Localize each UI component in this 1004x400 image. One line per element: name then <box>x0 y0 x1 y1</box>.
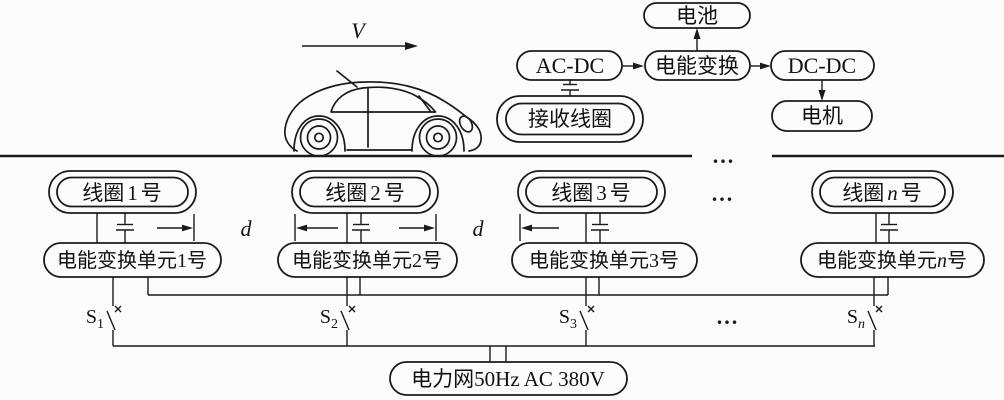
unit-connection-3 <box>585 277 600 306</box>
switch-2-label: S2 <box>320 306 338 332</box>
unit-1-label: 电能变换单元1号 <box>57 249 207 272</box>
switch-row-ellipsis: ... <box>717 304 740 329</box>
receiving-coil-label: 接收线圈 <box>528 107 612 131</box>
switch-1: S1 <box>86 305 122 346</box>
onboard-system: 电池 AC-DC 电能变换 DC-DC 电机 接收线圈 <box>496 2 875 143</box>
spacing-label-1: d <box>241 216 253 241</box>
grid-connection <box>489 346 507 362</box>
car-front-wheel <box>418 118 458 157</box>
coil-connection-1 <box>96 213 134 243</box>
car-front-wheel-hub <box>432 132 444 143</box>
car <box>284 70 482 157</box>
unit-2: 电能变换单元2号 <box>277 242 458 278</box>
switch-n: Sn <box>847 305 883 346</box>
power-conversion-label: 电能变换 <box>655 54 739 78</box>
unit-connection-1 <box>112 277 149 306</box>
ground-line: ... <box>0 143 1004 168</box>
coil-gap-dimension-1: d <box>157 214 338 241</box>
switch-1-label: S1 <box>86 306 104 332</box>
car-windshield-line <box>418 95 432 113</box>
car-front-wheel-arch <box>411 115 465 152</box>
velocity-label: V <box>351 18 367 43</box>
ac-dc-label: AC-DC <box>536 53 604 78</box>
unit-3: 电能变换单元3号 <box>511 242 698 278</box>
car-rear-wheel-hub <box>313 132 325 143</box>
receiving-coil-box-inner <box>505 102 635 136</box>
battery-label: 电池 <box>676 4 718 28</box>
unit-connection-n <box>873 277 889 306</box>
arrow-conversion-to-dcdc <box>750 62 771 70</box>
arrow-acdc-to-conversion <box>622 62 644 70</box>
car-headlight <box>458 115 474 133</box>
unit-3-label: 电能变换单元3号 <box>529 249 679 272</box>
velocity-arrow: V <box>302 18 418 50</box>
grid-box: 电力网50Hz AC 380V <box>389 361 628 396</box>
coil-row-ellipsis: ... <box>712 181 735 206</box>
coil-connection-3 <box>585 213 609 243</box>
car-window <box>330 86 437 113</box>
unit-n-label: 电能变换单元n号 <box>817 249 967 272</box>
coil-gap-dimension-2: d <box>399 214 559 241</box>
unit-2-label: 电能变换单元2号 <box>292 249 442 272</box>
car-front-wheel-rim <box>425 125 451 150</box>
switch-n-label: Sn <box>847 306 865 332</box>
car-rear-wheel <box>299 118 339 157</box>
coil-connection-n <box>875 213 898 243</box>
switch-2: S2 <box>320 305 356 346</box>
motor-label: 电机 <box>801 104 843 128</box>
dc-dc-label: DC-DC <box>788 53 856 78</box>
unit-n: 电能变换单元n号 <box>800 242 985 278</box>
coil-connection-2 <box>346 213 370 243</box>
switch-3-label: S3 <box>559 306 577 332</box>
car-rear-wheel-arch <box>293 115 346 152</box>
switch-3: S3 <box>559 305 595 346</box>
car-rear-wheel-rim <box>306 125 332 150</box>
spacing-label-2: d <box>473 216 485 241</box>
car-body <box>284 81 482 152</box>
velocity-arrowhead <box>405 42 418 50</box>
car-antenna <box>336 70 358 88</box>
ground-ellipsis: ... <box>713 143 736 168</box>
onboard-capacitor <box>561 80 579 96</box>
arrow-conversion-to-battery <box>693 28 701 51</box>
unit-1: 电能变换单元1号 <box>43 242 222 278</box>
grid-label: 电力网50Hz AC 380V <box>411 367 605 391</box>
arrow-dcdc-to-motor <box>818 80 826 101</box>
unit-connection-2 <box>346 277 361 306</box>
